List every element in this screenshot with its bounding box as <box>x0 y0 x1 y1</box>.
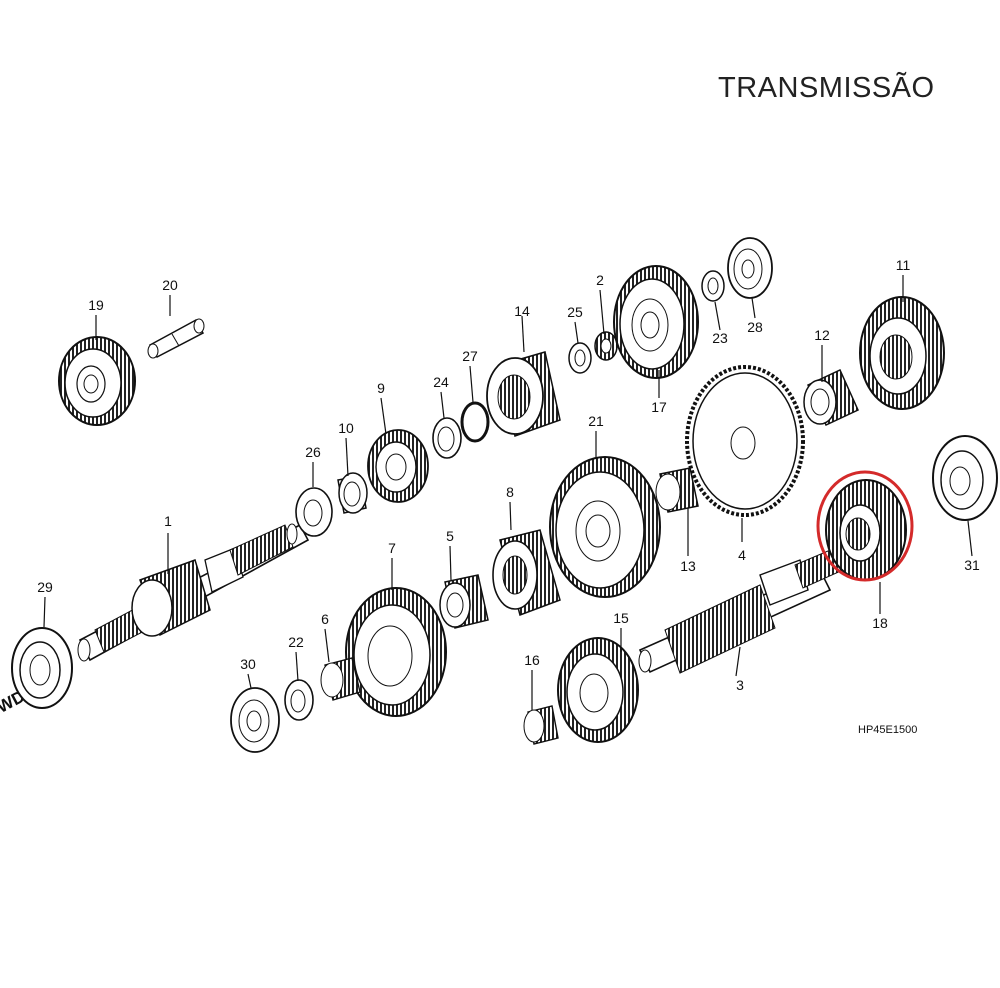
part-13-bushing <box>655 467 699 513</box>
callout-29: 29 <box>37 579 53 595</box>
callout-17: 17 <box>651 399 667 415</box>
part-29-bearing <box>11 627 73 709</box>
callout-27: 27 <box>462 348 478 364</box>
part-7-gear <box>345 587 447 717</box>
leader-lines <box>43 275 973 710</box>
callout-28: 28 <box>747 319 763 335</box>
part-9-gear <box>367 429 429 503</box>
diagram-title: TRANSMISSÃO <box>718 72 935 104</box>
callout-11: 11 <box>896 257 911 273</box>
callout-14: 14 <box>514 303 530 319</box>
part-30-bearing <box>230 687 280 753</box>
callout-19: 19 <box>88 297 104 313</box>
callout-2: 2 <box>596 272 604 288</box>
part-23-washer <box>701 270 725 302</box>
callout-13: 13 <box>680 558 696 574</box>
part-21-gear <box>549 456 661 598</box>
part-22-washer <box>284 679 314 721</box>
part-27-circlip <box>460 401 490 443</box>
part-18-gear <box>825 479 907 581</box>
callout-12: 12 <box>814 327 830 343</box>
callout-10: 10 <box>338 420 354 436</box>
part-12-needle-bearing <box>803 368 859 427</box>
part-28-bearing <box>727 237 773 299</box>
callout-4: 4 <box>738 547 746 563</box>
part-10-bushing <box>337 472 368 514</box>
part-4-gear <box>685 365 805 517</box>
callout-6: 6 <box>321 611 329 627</box>
callout-25: 25 <box>567 304 583 320</box>
part-11-gear <box>859 296 945 410</box>
callout-30: 30 <box>240 656 256 672</box>
callout-20: 20 <box>162 277 178 293</box>
callout-16: 16 <box>524 652 540 668</box>
part-16-bushing <box>523 705 559 745</box>
part-1-shaft <box>77 523 310 662</box>
callout-18: 18 <box>872 615 888 631</box>
part-2-bearing <box>594 331 618 361</box>
part-19-gear <box>58 336 136 426</box>
callout-31: 31 <box>964 557 980 573</box>
part-26-washer <box>295 487 333 537</box>
callout-8: 8 <box>506 484 514 500</box>
part-14-gear <box>486 351 561 437</box>
callout-7: 7 <box>388 540 396 556</box>
part-17-gear <box>613 265 699 379</box>
part-6-bearing <box>320 657 361 701</box>
part-5-needle-bearing <box>439 574 489 629</box>
callout-24: 24 <box>433 374 449 390</box>
drawing-code: HP45E1500 <box>858 724 918 736</box>
callout-3: 3 <box>736 677 744 693</box>
callout-22: 22 <box>288 634 304 650</box>
callout-1: 1 <box>164 513 172 529</box>
part-24-washer <box>432 417 462 459</box>
part-8-hub <box>492 529 561 616</box>
part-3-countershaft <box>638 547 844 674</box>
callout-21: 21 <box>588 413 604 429</box>
part-31-bearing <box>932 435 998 521</box>
part-15-gear <box>557 637 639 743</box>
callout-23: 23 <box>712 330 728 346</box>
highlight-circle <box>816 470 914 582</box>
callout-5: 5 <box>446 528 454 544</box>
part-25-washer <box>568 342 592 374</box>
callout-26: 26 <box>305 444 321 460</box>
callout-9: 9 <box>377 380 385 396</box>
part-20-pin <box>147 318 205 359</box>
callout-15: 15 <box>613 610 629 626</box>
callout-labels: 1 2 3 4 5 6 7 8 9 10 11 12 13 14 15 16 1… <box>37 257 980 693</box>
